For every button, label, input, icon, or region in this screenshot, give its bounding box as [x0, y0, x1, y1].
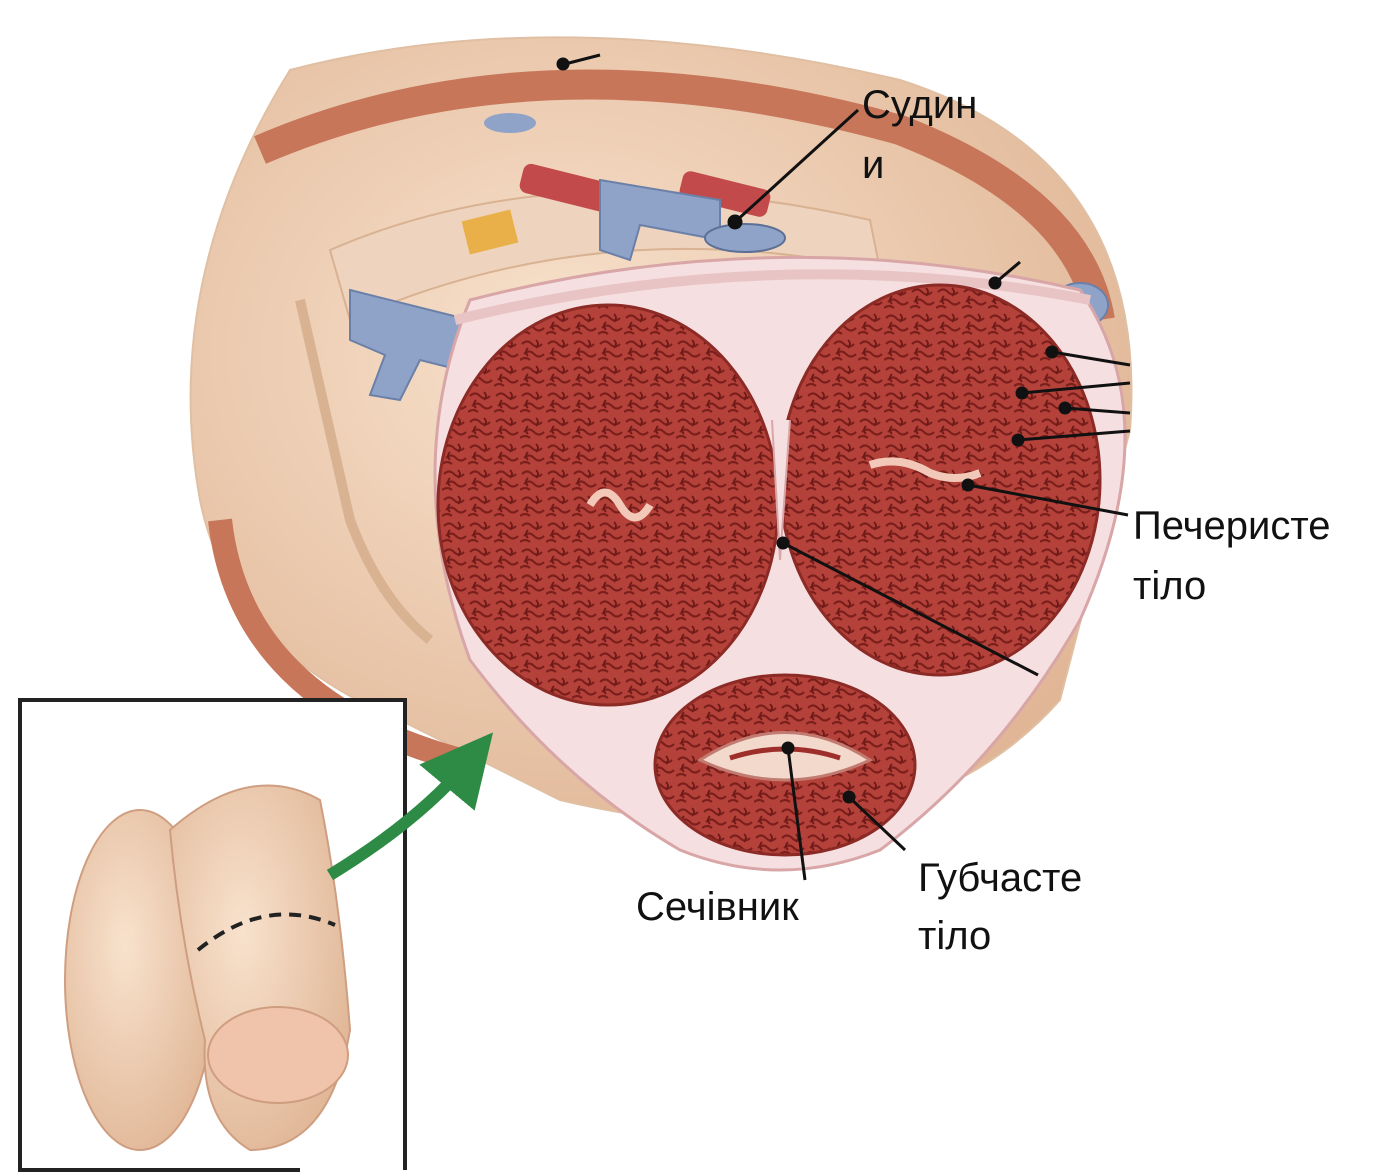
spongiosum-label-line2: тіло — [918, 913, 991, 959]
corpus-spongiosum — [655, 675, 915, 855]
orientation-inset — [20, 700, 405, 1170]
corpus-cavernosum-left — [438, 305, 778, 705]
spongiosum-label-line1: Губчасте — [918, 855, 1082, 901]
cavernosum-label-line2: тіло — [1133, 563, 1206, 609]
vessels-label-line1: Судин — [862, 82, 977, 128]
vessels-label-line2: и — [862, 142, 884, 188]
urethra-label: Сечівник — [636, 884, 799, 930]
cavernosum-label-line1: Печеристе — [1133, 503, 1330, 549]
